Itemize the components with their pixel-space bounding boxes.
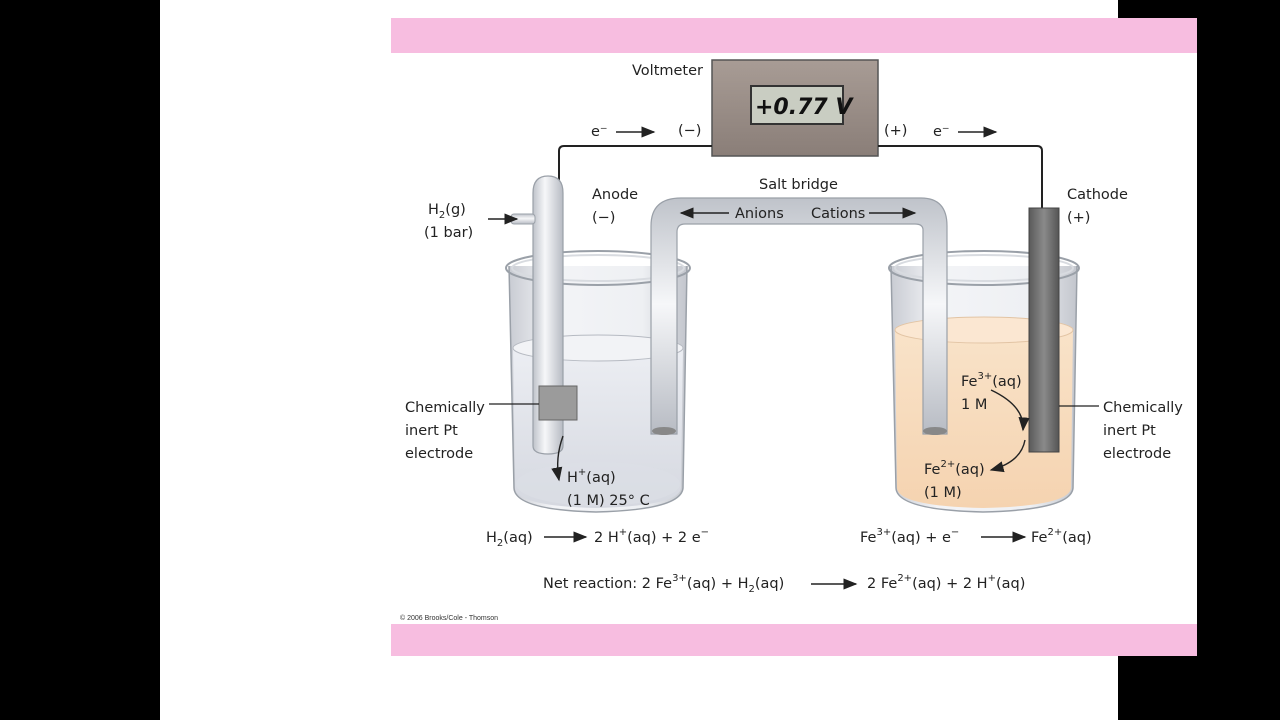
h-plus-arrow [551, 435, 564, 482]
cathode-sign: (+) [1067, 210, 1090, 226]
left-electrode-label-3: electrode [405, 446, 473, 462]
h2-gas-label: H2(g) [428, 202, 466, 221]
cathode-label: Cathode [1067, 187, 1128, 203]
right-electrode-label-1: Chemically [1103, 400, 1183, 416]
voltmeter-label: Voltmeter [632, 63, 703, 79]
fe3-label: Fe3+(aq) [961, 371, 1022, 390]
fe3-conc-label: 1 M [961, 397, 987, 413]
right-pt-electrode [1028, 207, 1060, 453]
cations-label: Cations [811, 206, 865, 222]
fe3-to-electrode-arrow [990, 389, 1030, 432]
voltmeter-body [711, 59, 879, 157]
salt-bridge-label: Salt bridge [759, 177, 838, 193]
left-electrode-label-2: inert Pt [405, 423, 458, 439]
h2-pressure-label: (1 bar) [424, 225, 473, 241]
net-reaction-rhs: 2 Fe2+(aq) + 2 H+(aq) [867, 573, 1025, 592]
anions-label: Anions [735, 206, 784, 222]
left-electrode-label-1: Chemically [405, 400, 485, 416]
cathode-half-reaction-lhs: Fe3+(aq) + e− [860, 527, 959, 546]
voltmeter-reading: +0.77 V [755, 95, 854, 120]
fe2-conc-label: (1 M) [924, 485, 962, 501]
cathode-half-reaction-rhs: Fe2+(aq) [1031, 527, 1092, 546]
bottom-pink-band [391, 624, 1197, 656]
left-conditions-label: (1 M) 25° C [567, 493, 650, 509]
electrode-to-fe2-arrow [989, 439, 1026, 473]
anode-half-reaction-rhs: 2 H+(aq) + 2 e− [594, 527, 709, 546]
salt-bridge-tube [650, 197, 948, 435]
h-plus-label: H+(aq) [567, 467, 616, 486]
page-background: Voltmeter +0.77 V e⁻ (−) (+) e⁻ [160, 0, 1197, 720]
electron-right-label: e⁻ [933, 124, 950, 140]
galvanic-cell-diagram: Voltmeter +0.77 V e⁻ (−) (+) e⁻ [400, 59, 1183, 622]
top-pink-band [391, 18, 1197, 53]
electron-left-label: e⁻ [591, 124, 608, 140]
slide: Voltmeter +0.77 V e⁻ (−) (+) e⁻ [391, 18, 1197, 656]
cathode-wire [878, 145, 1043, 210]
fe2-label: Fe2+(aq) [924, 459, 985, 478]
right-electrode-label-3: electrode [1103, 446, 1171, 462]
anode-half-reaction-lhs: H2(aq) [486, 530, 533, 549]
copyright-text: © 2006 Brooks/Cole - Thomson [400, 614, 498, 622]
left-pt-electrode [538, 385, 578, 421]
right-electrode-label-2: inert Pt [1103, 423, 1156, 439]
cathode-terminal-sign: (+) [884, 123, 907, 139]
anode-sign: (−) [592, 210, 615, 226]
anode-wire [558, 145, 712, 398]
anode-label: Anode [592, 187, 638, 203]
net-reaction-lhs: Net reaction: 2 Fe3+(aq) + H2(aq) [543, 573, 784, 595]
anode-terminal-sign: (−) [678, 123, 701, 139]
voltmeter-display [750, 85, 844, 125]
